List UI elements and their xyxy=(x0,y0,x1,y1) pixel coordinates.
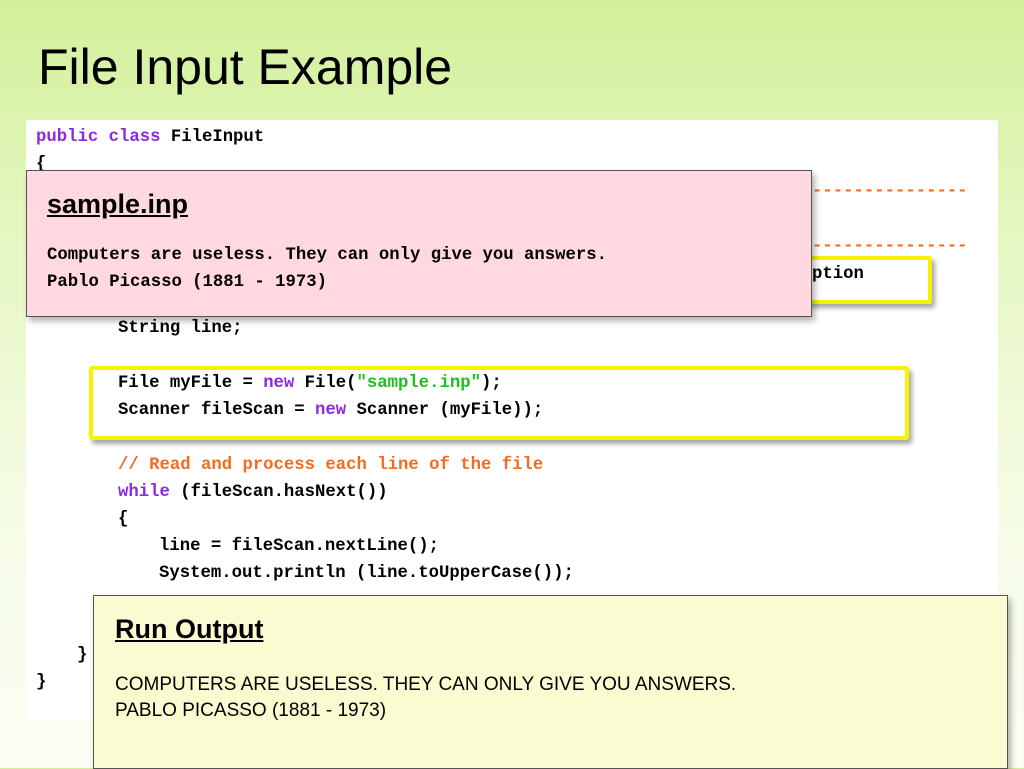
sample-file-line-2: Pablo Picasso (1881 - 1973) xyxy=(47,273,328,292)
code-line-string-declaration: String line; xyxy=(118,319,243,338)
run-output-line-2: PABLO PICASSO (1881 - 1973) xyxy=(115,700,387,721)
keyword-new: new xyxy=(315,401,347,420)
run-output-heading: Run Output xyxy=(115,614,264,644)
code-line-comment-read-process: // Read and process each line of the fil… xyxy=(118,456,544,475)
sample-file-heading: sample.inp xyxy=(47,189,189,219)
class-name: FileInput xyxy=(160,128,265,147)
highlight-file-scanner-box xyxy=(89,366,909,440)
code-line-read-next-line: line = fileScan.nextLine(); xyxy=(159,537,440,556)
run-output-line-1: COMPUTERS ARE USELESS. THEY CAN ONLY GIV… xyxy=(115,674,737,695)
keyword-new: new xyxy=(263,374,295,393)
code-line-class-close-brace: } xyxy=(36,673,47,692)
code-line-open-brace: { xyxy=(36,155,47,174)
string-literal-filename: "sample.inp" xyxy=(356,374,481,393)
code-line-method-close-brace: } xyxy=(77,646,88,665)
sample-file-line-1: Computers are useless. They can only giv… xyxy=(47,246,608,265)
code-line-throws-clause: ption xyxy=(812,265,864,284)
code-line-scanner-creation: Scanner fileScan = new Scanner (myFile))… xyxy=(118,401,544,420)
keyword-while: while xyxy=(118,483,170,502)
keyword-public: public xyxy=(36,128,99,147)
keyword-class: class xyxy=(108,128,161,147)
code-line-class-declaration: public class FileInput xyxy=(36,124,264,151)
code-line-comment-divider-2: --------------- xyxy=(812,237,968,256)
code-line-file-creation: File myFile = new File("sample.inp"); xyxy=(118,374,502,393)
code-line-print-uppercase: System.out.println (line.toUpperCase()); xyxy=(159,564,574,583)
code-line-loop-open-brace: { xyxy=(118,510,129,529)
code-line-while-loop: while (fileScan.hasNext()) xyxy=(118,483,388,502)
run-output-popup: Run Output COMPUTERS ARE USELESS. THEY C… xyxy=(93,595,1008,769)
code-line-comment-divider-1: --------------- xyxy=(812,182,968,201)
slide-title: File Input Example xyxy=(38,39,453,95)
sample-file-popup: sample.inp Computers are useless. They c… xyxy=(26,170,812,317)
